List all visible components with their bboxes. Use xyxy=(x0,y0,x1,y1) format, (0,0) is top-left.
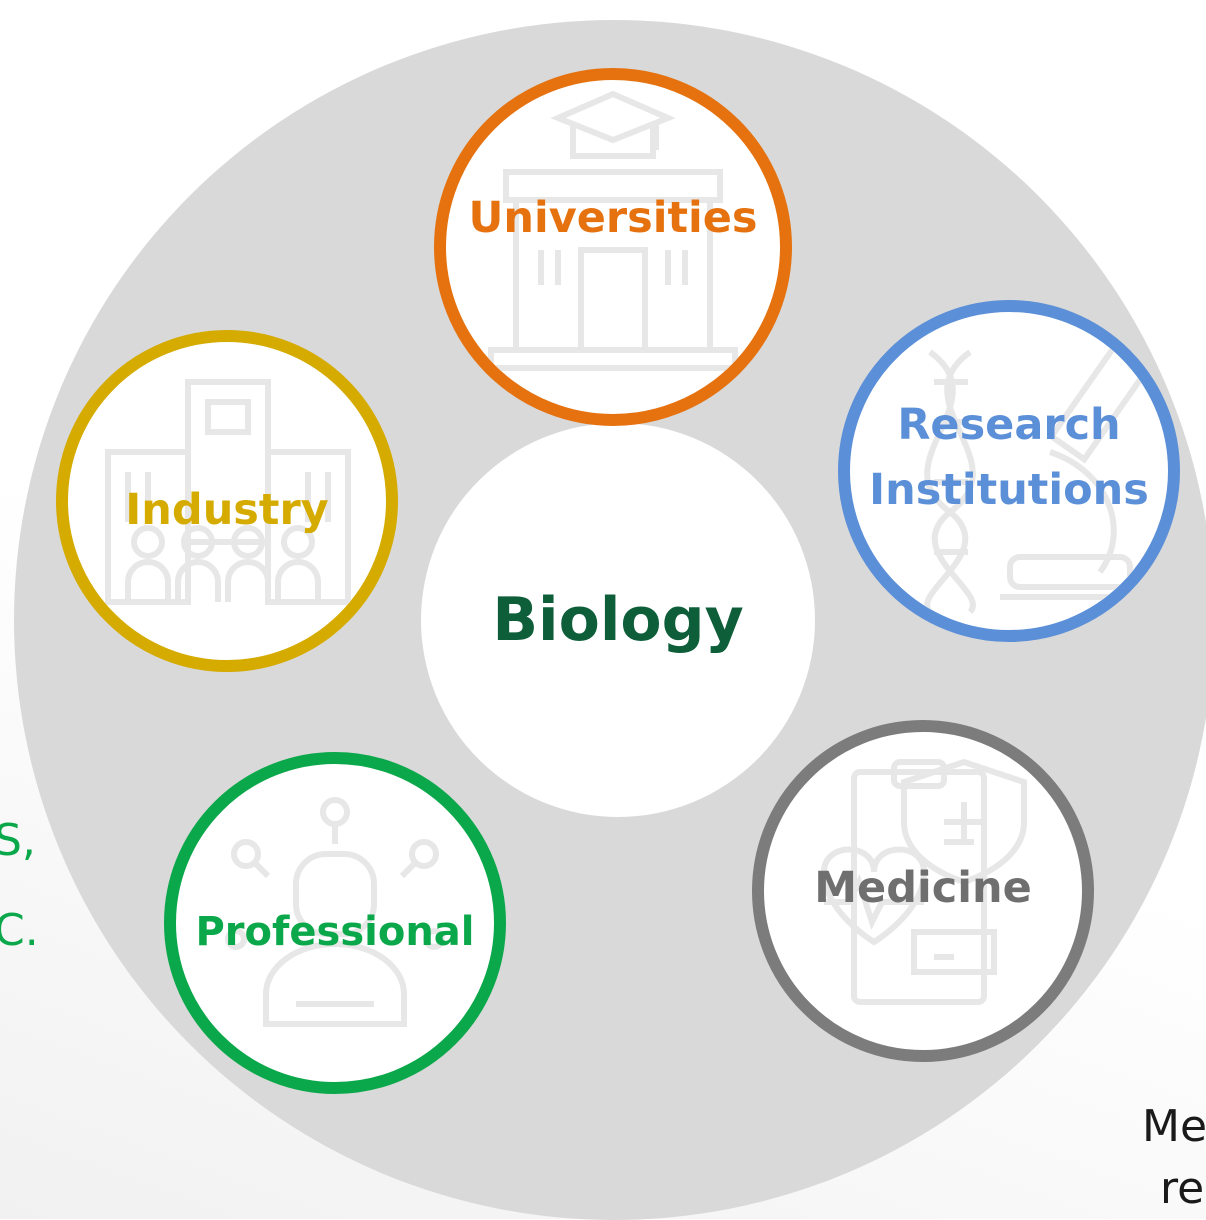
office-building-team-icon xyxy=(105,379,351,605)
right-partial-text: Me re xyxy=(1142,1096,1206,1220)
right-partial-line-2: re xyxy=(1160,1163,1205,1214)
professional-person-icon xyxy=(225,797,445,1027)
left-partial-text: S, C. xyxy=(0,810,39,962)
node-universities-label: Universities xyxy=(468,193,758,243)
node-industry-label: Industry xyxy=(125,485,329,535)
node-medicine-label: Medicine xyxy=(814,863,1032,913)
node-research-institutions: Research Institutions xyxy=(838,300,1180,642)
medical-clipboard-icon xyxy=(820,758,1027,1005)
node-medicine: Medicine xyxy=(752,720,1094,1062)
left-partial-line-1: S, xyxy=(0,815,36,866)
dna-microscope-icon xyxy=(924,342,1152,615)
node-industry: Industry xyxy=(56,330,398,672)
node-professional: Professional xyxy=(164,752,506,1094)
center-disc xyxy=(421,423,815,817)
node-universities: Universities xyxy=(434,68,792,426)
node-professional-label: Professional xyxy=(195,909,475,955)
center-label: Biology xyxy=(492,585,744,655)
left-partial-line-2: C. xyxy=(0,905,39,956)
right-partial-line-1: Me xyxy=(1142,1101,1206,1152)
university-building-icon xyxy=(488,90,738,371)
node-research-label-line-2: Institutions xyxy=(869,465,1149,515)
node-research-label-line-1: Research xyxy=(897,400,1121,450)
